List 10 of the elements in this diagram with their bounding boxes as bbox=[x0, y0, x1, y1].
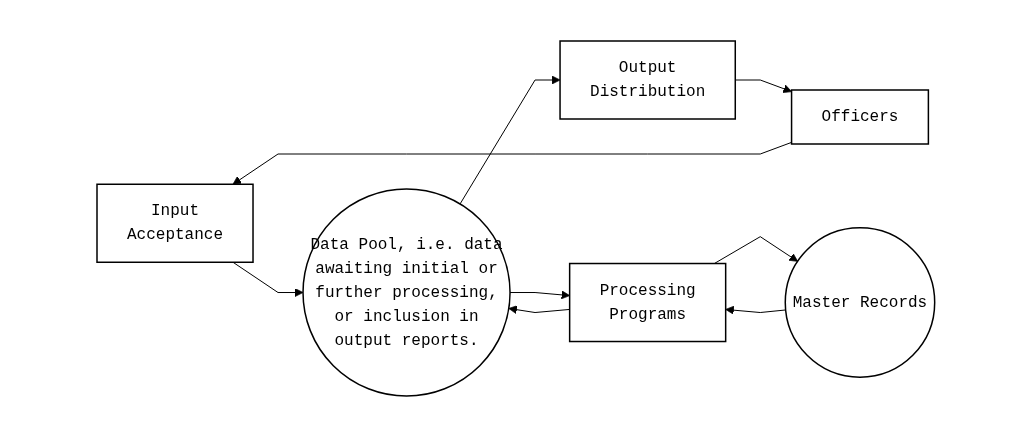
arrow bbox=[232, 142, 792, 186]
node-box: Officers bbox=[790, 89, 929, 146]
node-box: Processing Programs bbox=[568, 263, 727, 343]
arrow bbox=[713, 236, 798, 265]
node-box: Output Distribution bbox=[558, 40, 736, 121]
node-box: Input Acceptance bbox=[95, 184, 254, 264]
node-circle: Master Records bbox=[784, 227, 936, 379]
arrow bbox=[508, 305, 570, 315]
arrow bbox=[509, 291, 570, 300]
arrow bbox=[734, 80, 792, 94]
